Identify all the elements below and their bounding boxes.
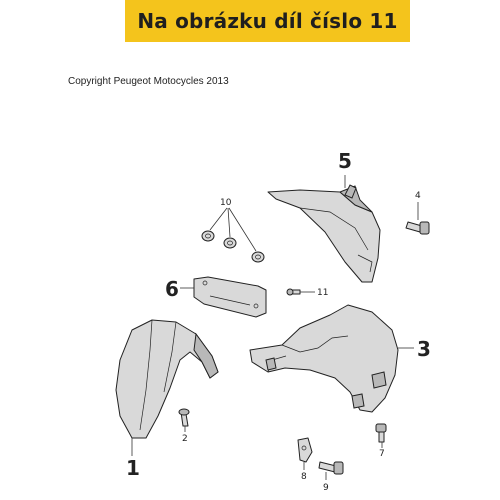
copyright-text: Copyright Peugeot Motocycles 2013 [68, 76, 229, 87]
callout-8: 8 [301, 472, 307, 482]
callout-6: 6 [165, 277, 179, 301]
part-8-clip [297, 437, 313, 463]
part-2-screw [178, 408, 190, 427]
part-1-front-mudguard [115, 319, 219, 439]
callout-1: 1 [126, 456, 140, 480]
callout-3: 3 [417, 337, 431, 361]
callout-9: 9 [323, 483, 329, 493]
banner-title: Na obrázku díl číslo 11 [137, 9, 398, 33]
part-9-screw [318, 461, 344, 475]
callout-11: 11 [317, 288, 328, 298]
callout-10: 10 [220, 198, 232, 208]
part-5-inner-panel [267, 184, 381, 283]
callout-4: 4 [415, 191, 421, 201]
title-banner: Na obrázku díl číslo 11 [125, 0, 410, 42]
callout-7: 7 [379, 449, 385, 459]
callout-2: 2 [182, 434, 188, 444]
leader-10 [209, 207, 257, 252]
part-3-lower-fairing [249, 304, 399, 413]
part-10-nuts [201, 230, 265, 263]
part-7-screw [375, 423, 387, 443]
callout-5: 5 [338, 149, 352, 173]
part-6-plate [193, 276, 267, 318]
part-4-screw [405, 221, 430, 235]
part-11-clip [286, 288, 301, 296]
